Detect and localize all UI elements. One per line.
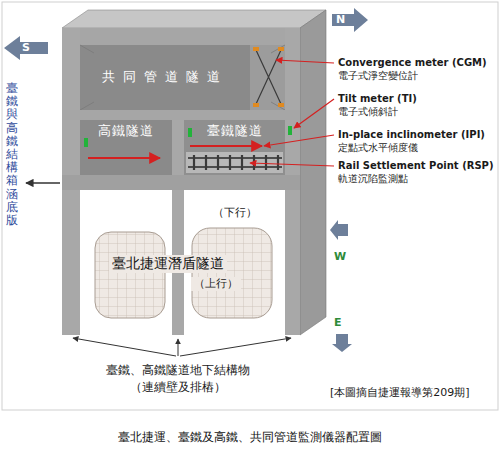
- convergence-meter: [253, 47, 259, 51]
- track-bed: [186, 152, 283, 173]
- tunnel-name: （上行）: [191, 277, 241, 291]
- tunnel-name: 臺鐵隧道: [207, 123, 263, 139]
- tunnel-cell: （下行） 臺北捷運潛盾隧道 （上行）: [95, 200, 275, 295]
- top-slab: [62, 28, 300, 45]
- utility-cell-panel: [250, 45, 285, 110]
- tunnel-cell: 臺鐵隧道: [184, 120, 285, 175]
- callout-label: 臺鐵、高鐵隧道地下結構物: [106, 363, 250, 377]
- tunnel-cell: 高鐵隧道: [80, 120, 172, 175]
- right-face: [300, 10, 326, 335]
- shield-tunnel: [95, 232, 165, 318]
- convergence-lines: [256, 50, 281, 104]
- tilt-meter: [188, 128, 192, 137]
- callout-label: S: [22, 41, 30, 54]
- shield-tunnel: [192, 228, 272, 318]
- leader-line: [264, 135, 334, 146]
- callout-label: [本圖摘自捷運報導第209期]: [330, 386, 470, 399]
- callout-label: Convergence meter (CGM): [338, 57, 487, 69]
- callout-label: Rail Settlement Point (RSP): [338, 160, 494, 172]
- wall-pointer: [180, 338, 291, 356]
- tunnel-name: 高鐵隧道: [98, 123, 154, 139]
- tunnel-cell: 共同管道隧道: [80, 45, 250, 110]
- callout-label: W: [334, 250, 346, 263]
- slab-pointer: [26, 182, 60, 183]
- divider-wall: [172, 120, 184, 175]
- tra-cell: [184, 120, 285, 175]
- callout-label: E: [334, 316, 342, 329]
- base-slab: [62, 175, 300, 190]
- wall-pointer: [178, 339, 179, 356]
- callout-label: 電子式淨空變位計: [338, 70, 418, 81]
- depth-line: [80, 45, 285, 110]
- callout-label: Tilt meter (TI): [338, 93, 417, 105]
- callout-label: 電子式傾斜計: [338, 106, 398, 117]
- leader-line: [250, 163, 334, 166]
- callout-label: （連續壁及排樁）: [130, 380, 226, 394]
- callout-label: N: [336, 13, 345, 26]
- utility-cell: [80, 45, 285, 110]
- leader-line: [276, 60, 334, 63]
- tilt-meter: [288, 126, 292, 135]
- tunnel-name: 臺北捷運潛盾隧道: [109, 255, 227, 273]
- tunnel-name: （下行）: [213, 206, 257, 220]
- direction-arrow: [4, 36, 48, 60]
- convergence-meter: [278, 103, 284, 107]
- convergence-meter: [278, 47, 284, 51]
- wall-pointer: [73, 338, 176, 356]
- rail: [188, 158, 282, 167]
- callout-label: 定點式水平傾度儀: [338, 142, 418, 153]
- direction-arrow: [330, 220, 348, 240]
- leader-line: [294, 99, 334, 128]
- figure-frame: [2, 2, 498, 410]
- tunnel-name: 共同管道隧道: [102, 69, 228, 85]
- vertical-label: 臺鐵與高鐵結構箱涵底版: [6, 82, 18, 227]
- direction-arrow: [332, 8, 368, 32]
- inclinometer-arrow: [190, 145, 262, 147]
- callout-label: 軌道沉陷監測點: [338, 173, 408, 184]
- sleeper: [194, 155, 278, 170]
- middle-slab: [62, 110, 300, 120]
- inclinometer-arrow: [88, 157, 160, 159]
- top-face: [62, 10, 326, 28]
- figure-caption: 臺北捷運、臺鐵及高鐵、共同管道監測儀器配置圖: [0, 429, 500, 446]
- direction-arrow: [332, 334, 352, 352]
- callout-label: In-place inclinometer (IPI): [338, 129, 485, 141]
- convergence-meter: [253, 103, 259, 107]
- tilt-meter: [84, 138, 88, 147]
- hsr-cell: [80, 120, 172, 175]
